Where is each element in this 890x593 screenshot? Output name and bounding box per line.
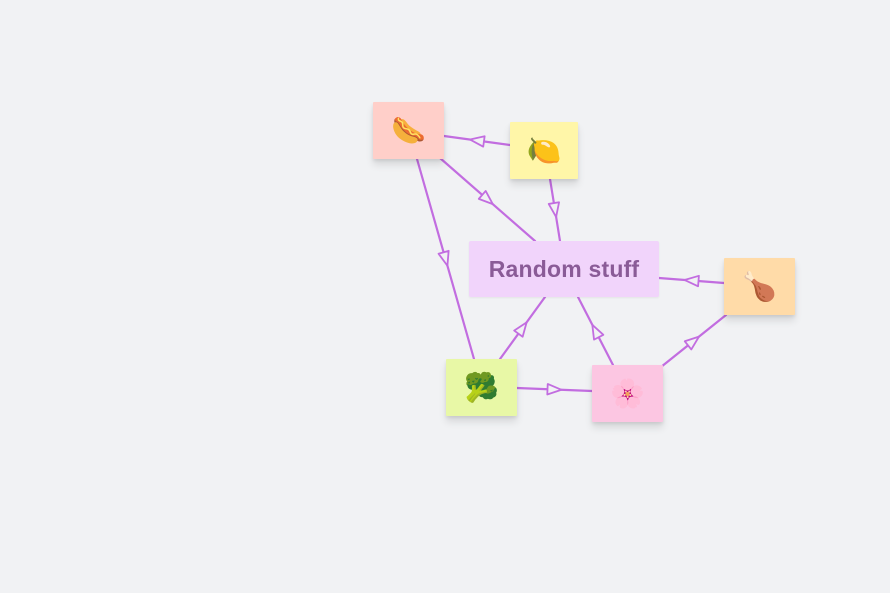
- sticky-note-lemon[interactable]: 🍋: [510, 122, 578, 179]
- connector-line: [576, 295, 615, 367]
- connector-lemon-to-center[interactable]: [547, 177, 562, 243]
- arrowhead-icon: [477, 190, 494, 206]
- center-topic-label: Random stuff: [488, 255, 640, 282]
- arrowhead-icon: [683, 335, 700, 351]
- center-topic-node[interactable]: Random stuff: [469, 241, 659, 297]
- arrowhead-icon: [469, 135, 486, 148]
- drumstick-icon: 🍗: [742, 269, 777, 303]
- arrowhead-icon: [513, 321, 528, 338]
- sticky-note-blossom[interactable]: 🌸: [592, 365, 663, 422]
- sticky-note-drumstick[interactable]: 🍗: [724, 258, 795, 315]
- connector-drumstick-to-center[interactable]: [657, 274, 726, 288]
- broccoli-icon: 🥦: [464, 370, 499, 404]
- connector-lemon-to-hotdog[interactable]: [442, 134, 512, 148]
- arrowhead-icon: [547, 201, 560, 218]
- connector-line: [498, 295, 547, 361]
- hotdog-icon: 🌭: [391, 113, 426, 147]
- connector-line: [657, 276, 726, 285]
- connector-line: [515, 386, 594, 393]
- connector-line: [548, 177, 562, 243]
- sticky-note-hotdog[interactable]: 🌭: [373, 102, 444, 159]
- connector-line: [659, 313, 728, 369]
- connector-blossom-to-center[interactable]: [576, 295, 615, 367]
- arrowhead-icon: [683, 274, 700, 288]
- arrowhead-icon: [546, 383, 563, 396]
- connector-line: [415, 157, 476, 361]
- connector-broccoli-to-center[interactable]: [498, 295, 547, 361]
- connector-blossom-to-drumstick[interactable]: [659, 313, 728, 369]
- sticky-note-broccoli[interactable]: 🥦: [446, 359, 517, 416]
- arrowhead-icon: [591, 323, 605, 341]
- connector-line: [442, 134, 512, 147]
- lemon-icon: 🍋: [526, 133, 562, 167]
- blossom-icon: 🌸: [610, 376, 645, 410]
- connector-hotdog-to-broccoli[interactable]: [415, 157, 476, 361]
- connector-broccoli-to-blossom[interactable]: [515, 383, 594, 396]
- arrowhead-icon: [437, 249, 450, 267]
